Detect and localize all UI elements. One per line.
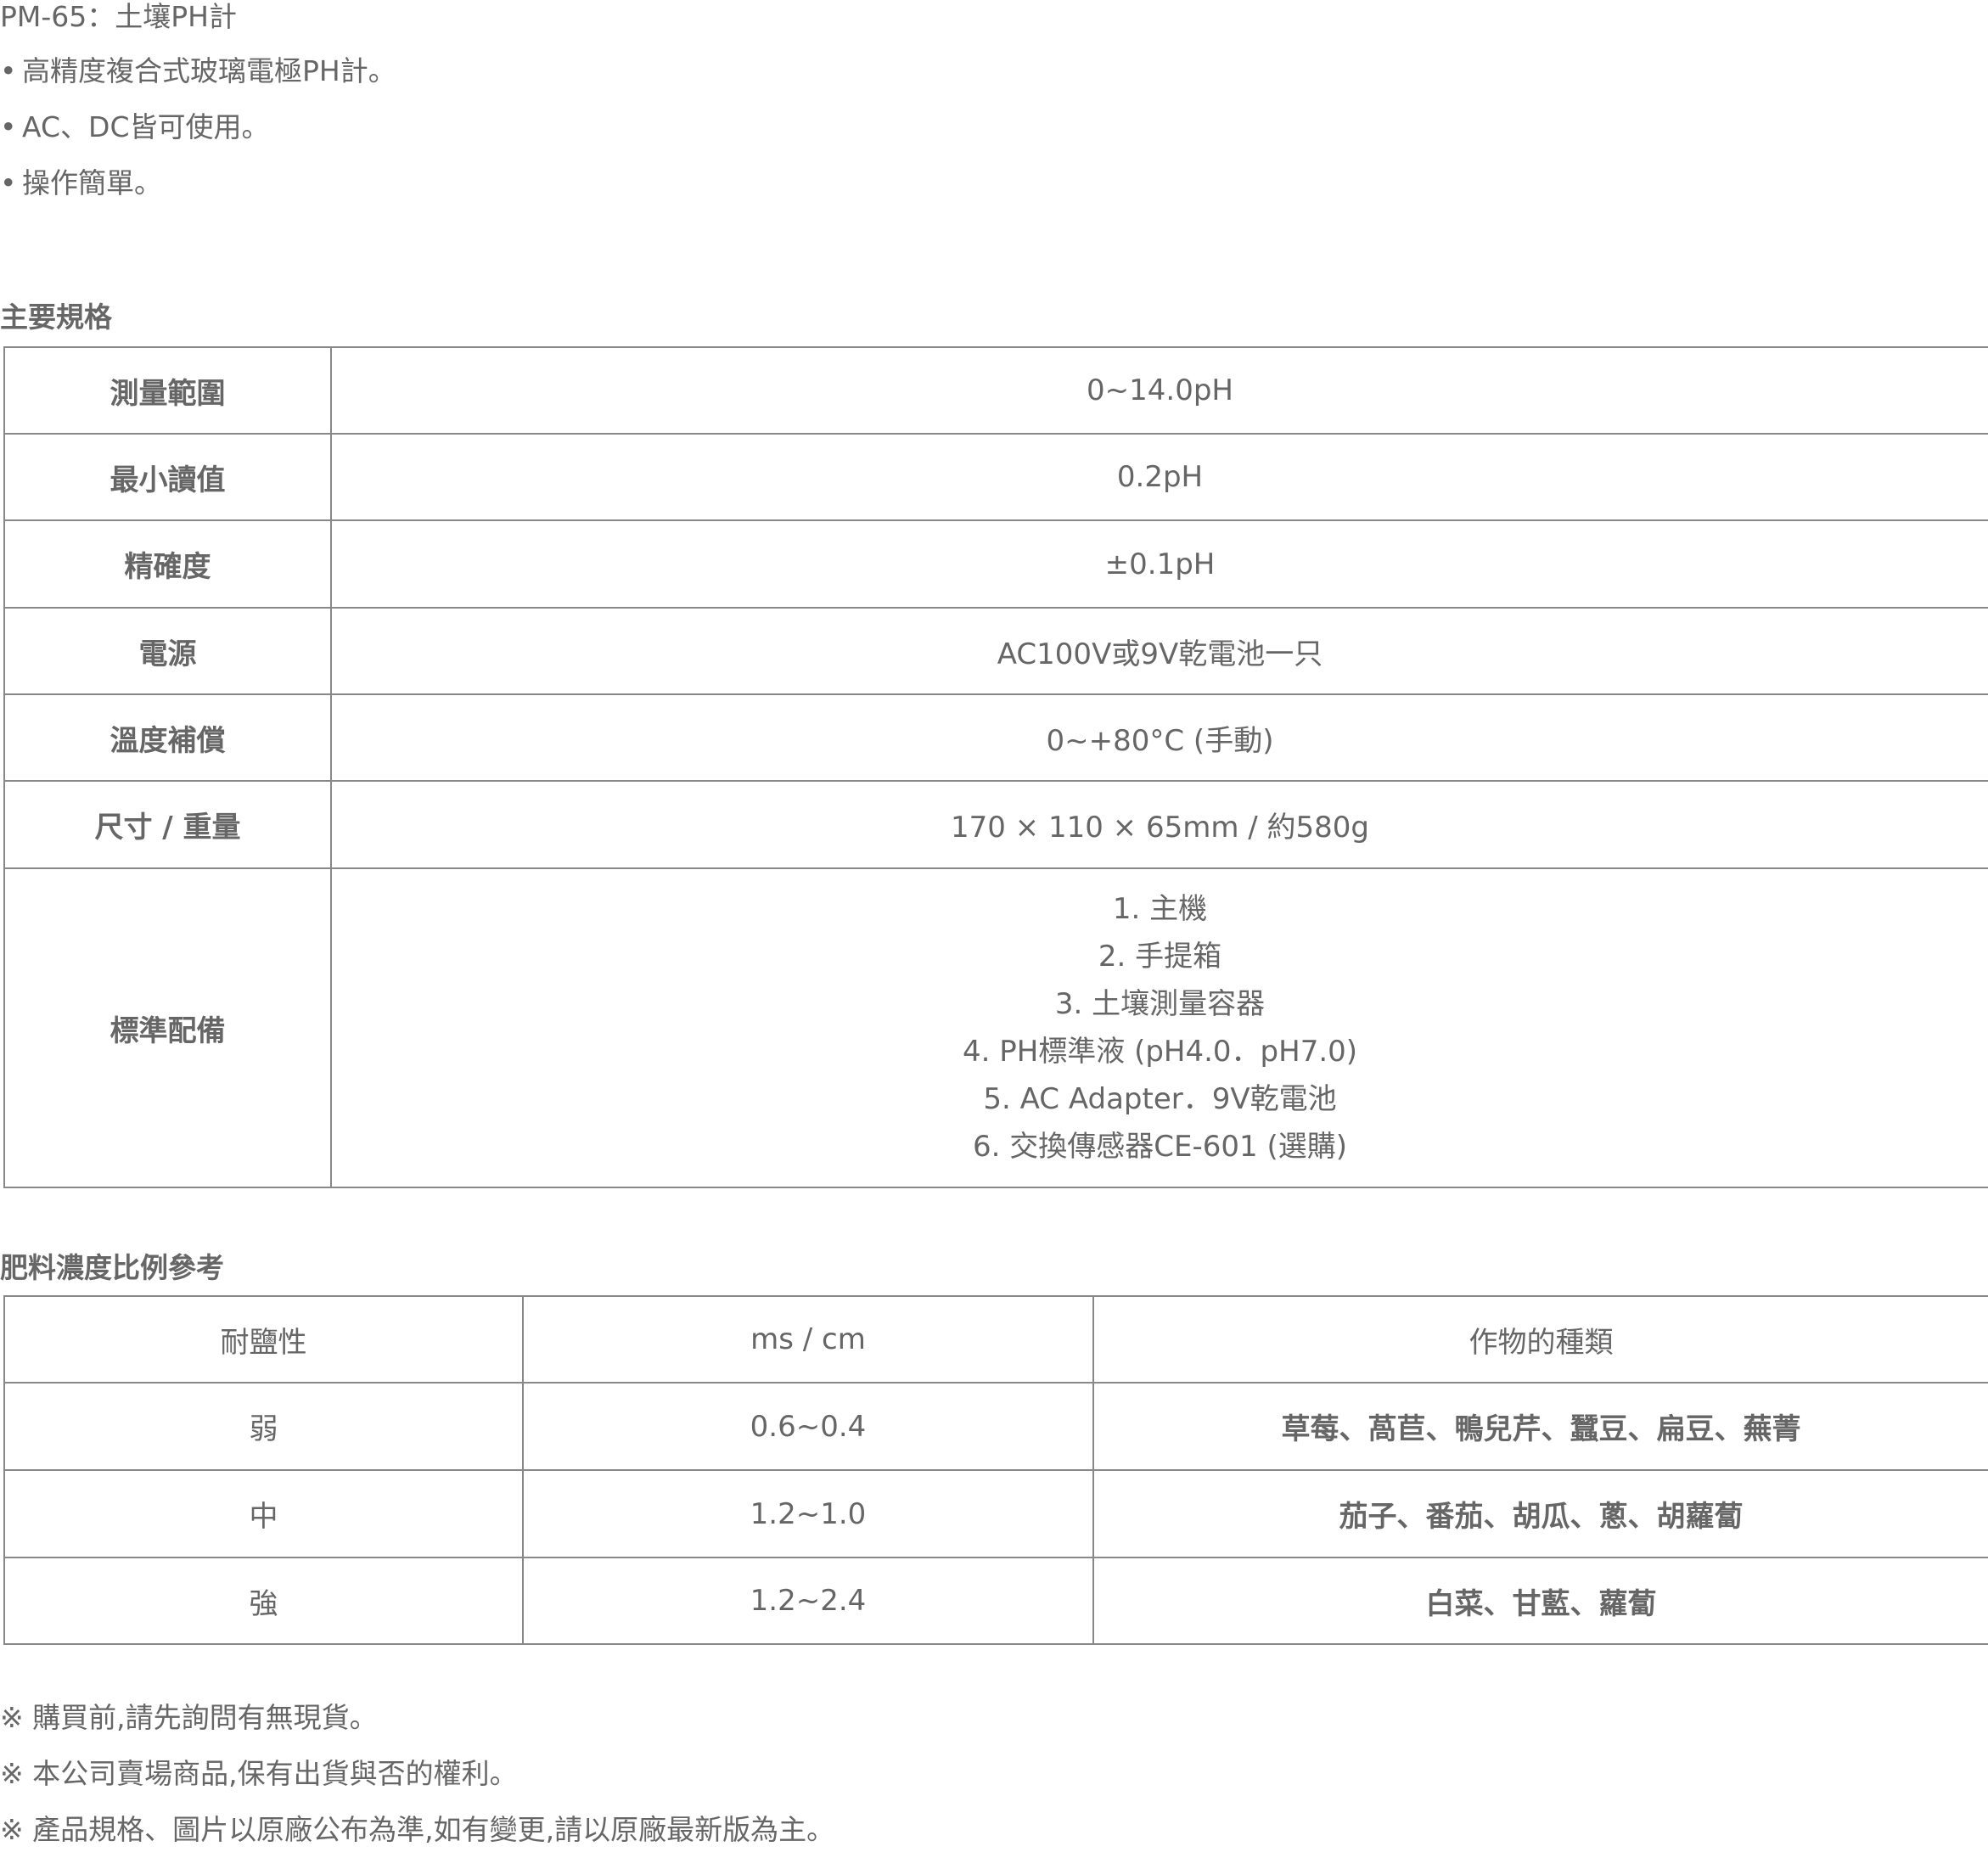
- crop-types-cell: 白菜、甘藍、蘿蔔: [1092, 1557, 1988, 1645]
- accessory-item: 2. 手提箱: [1098, 940, 1222, 974]
- table-row: 精確度 ±0.1pH: [3, 519, 1988, 609]
- spec-label: 尺寸 / 重量: [3, 780, 332, 869]
- accessory-item: 5. AC Adapter．9V乾電池: [983, 1082, 1337, 1116]
- spec-table: 測量範圍 0~14.0pH 最小讀值 0.2pH 精確度 ±0.1pH 電源 A…: [3, 346, 1988, 1188]
- spec-label: 溫度補償: [3, 693, 332, 782]
- salt-tolerance-cell: 弱: [3, 1382, 524, 1471]
- spec-value: AC100V或9V乾電池一只: [330, 607, 1988, 695]
- note-item: ※ 本公司賣場商品,保有出貨與否的權利。: [0, 1757, 518, 1790]
- bullet-icon: •: [0, 110, 17, 143]
- notes-list: ※ 購買前,請先詢問有無現貨。 ※ 本公司賣場商品,保有出貨與否的權利。 ※ 產…: [0, 1701, 834, 1869]
- accessory-list: 1. 主機 2. 手提箱 3. 土壤測量容器 4. PH標準液 (pH4.0．p…: [330, 867, 1988, 1188]
- ec-value-cell: 0.6~0.4: [522, 1382, 1094, 1471]
- table-row: 標準配備 1. 主機 2. 手提箱 3. 土壤測量容器 4. PH標準液 (pH…: [3, 867, 1988, 1188]
- spec-label: 電源: [3, 607, 332, 695]
- note-item: ※ 購買前,請先詢問有無現貨。: [0, 1701, 378, 1734]
- table-row: 強 1.2~2.4 白菜、甘藍、蘿蔔: [3, 1557, 1988, 1645]
- spec-label: 精確度: [3, 519, 332, 609]
- spec-value: 0~+80°C (手動): [330, 693, 1988, 782]
- bullet-icon: •: [0, 166, 17, 199]
- accessory-item: 3. 土壤測量容器: [1054, 987, 1266, 1021]
- table-row: 最小讀值 0.2pH: [3, 433, 1988, 521]
- feature-item: •操作簡單。: [0, 166, 396, 222]
- table-row: 中 1.2~1.0 茄子、番茄、胡瓜、蔥、胡蘿蔔: [3, 1469, 1988, 1558]
- column-header: 作物的種類: [1092, 1295, 1988, 1384]
- feature-text: AC、DC皆可使用。: [22, 110, 270, 143]
- salt-tolerance-cell: 中: [3, 1469, 524, 1558]
- table-row: 測量範圍 0~14.0pH: [3, 346, 1988, 435]
- spec-label: 測量範圍: [3, 346, 332, 435]
- feature-text: 高精度複合式玻璃電極PH計。: [22, 54, 396, 87]
- table-row: 尺寸 / 重量 170 × 110 × 65mm / 約580g: [3, 780, 1988, 869]
- accessory-item: 4. PH標準液 (pH4.0．pH7.0): [962, 1035, 1358, 1069]
- table-row: 電源 AC100V或9V乾電池一只: [3, 607, 1988, 695]
- table-header-row: 耐鹽性 ms / cm 作物的種類: [3, 1295, 1988, 1384]
- feature-item: •AC、DC皆可使用。: [0, 110, 396, 166]
- column-header: 耐鹽性: [3, 1295, 524, 1384]
- crop-types-cell: 茄子、番茄、胡瓜、蔥、胡蘿蔔: [1092, 1469, 1988, 1558]
- spec-label: 最小讀值: [3, 433, 332, 521]
- note-item: ※ 產品規格、圖片以原廠公布為準,如有變更,請以原廠最新版為主。: [0, 1813, 835, 1846]
- salt-tolerance-cell: 強: [3, 1557, 524, 1645]
- spec-value: ±0.1pH: [330, 519, 1988, 609]
- table-row: 溫度補償 0~+80°C (手動): [3, 693, 1988, 782]
- ec-value-cell: 1.2~2.4: [522, 1557, 1094, 1645]
- accessory-item: 1. 主機: [1112, 892, 1208, 926]
- fertilizer-heading: 肥料濃度比例參考: [0, 1251, 224, 1284]
- accessory-item: 6. 交換傳感器CE-601 (選購): [973, 1130, 1347, 1164]
- feature-text: 操作簡單。: [22, 166, 162, 199]
- bullet-icon: •: [0, 54, 17, 87]
- spec-value: 0~14.0pH: [330, 346, 1988, 435]
- crop-types-cell: 草莓、萵苣、鴨兒芹、蠶豆、扁豆、蕪菁: [1092, 1382, 1988, 1471]
- product-title: PM-65：土壤PH計: [0, 0, 237, 33]
- spec-label: 標準配備: [3, 867, 332, 1188]
- ec-value-cell: 1.2~1.0: [522, 1469, 1094, 1558]
- spec-value: 0.2pH: [330, 433, 1988, 521]
- feature-item: •高精度複合式玻璃電極PH計。: [0, 54, 396, 110]
- feature-list: •高精度複合式玻璃電極PH計。 •AC、DC皆可使用。 •操作簡單。: [0, 54, 396, 222]
- fertilizer-table: 耐鹽性 ms / cm 作物的種類 弱 0.6~0.4 草莓、萵苣、鴨兒芹、蠶豆…: [3, 1295, 1988, 1645]
- spec-value: 170 × 110 × 65mm / 約580g: [330, 780, 1988, 869]
- table-row: 弱 0.6~0.4 草莓、萵苣、鴨兒芹、蠶豆、扁豆、蕪菁: [3, 1382, 1988, 1471]
- spec-heading: 主要規格: [0, 300, 112, 334]
- column-header: ms / cm: [522, 1295, 1094, 1384]
